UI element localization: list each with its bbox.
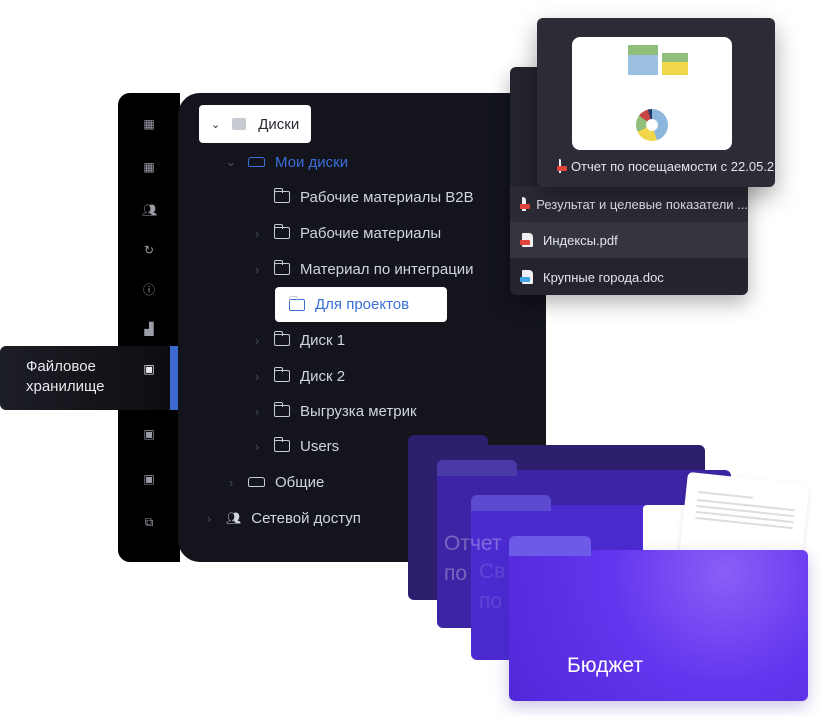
file-item[interactable]: Крупные города.doc <box>510 259 748 295</box>
folder-open-icon <box>273 224 290 239</box>
tree-root-label: Диски <box>258 115 300 133</box>
folder-label: Бюджет <box>567 654 643 677</box>
chevron-right-icon: › <box>206 510 212 526</box>
thumbnail-bar <box>628 45 658 55</box>
preview-caption: Отчет по посещаемости с 22.05.2... <box>547 148 785 184</box>
tree-item[interactable]: › Рабочие материалы <box>250 218 441 248</box>
tree-item-label: Выгрузка метрик <box>300 402 417 420</box>
chevron-right-icon: › <box>254 225 260 241</box>
tree-item[interactable]: › Диск 2 <box>250 361 345 391</box>
chevron-right-icon: › <box>254 332 260 348</box>
file-storage-icon[interactable]: ▣ <box>143 472 155 486</box>
tree-item-label: Рабочие материалы B2B <box>300 188 474 206</box>
tree-item-label: Мои диски <box>275 153 349 171</box>
folder-icon <box>273 402 290 417</box>
sidebar-tooltip[interactable]: Файловое хранилище ▣ <box>0 346 178 410</box>
tree-item[interactable]: › Материал по интеграции <box>250 254 474 284</box>
pdf-file-icon <box>520 233 533 247</box>
file-storage-icon: ▣ <box>143 362 155 376</box>
tree-item-label: Общие <box>275 473 325 491</box>
thumbnail-donut <box>636 109 668 141</box>
chevron-down-icon: ⌄ <box>225 154 237 169</box>
folder-label: по <box>479 590 503 613</box>
chevron-right-icon: › <box>254 438 260 454</box>
folder-icon <box>273 437 290 452</box>
thumbnail-bar <box>628 53 658 75</box>
file-name: Результат и целевые показатели ... <box>536 196 748 212</box>
chevron-right-icon: › <box>228 474 234 490</box>
file-name: Отчет по посещаемости с 22.05.2... <box>570 158 785 174</box>
folder-icon <box>273 260 290 275</box>
folder-label: Св <box>479 560 506 583</box>
tooltip-label: Файловое хранилище <box>26 358 105 395</box>
file-item[interactable]: Результат и целевые показатели ... <box>510 186 748 222</box>
file-item[interactable]: Индексы.pdf <box>510 222 748 258</box>
tree-item-label: Users <box>300 437 340 455</box>
users-icon: 👥︎ <box>226 511 242 525</box>
tree-item[interactable]: › Выгрузка метрик <box>250 396 417 426</box>
file-name: Крупные города.doc <box>543 269 664 285</box>
chevron-right-icon: › <box>254 261 260 277</box>
tree-root-disks[interactable]: ⌄ Диски <box>199 105 311 143</box>
tree-item-shared[interactable]: › Общие <box>224 467 325 497</box>
tree-item[interactable]: › Users <box>250 431 339 461</box>
server-icon <box>232 118 247 130</box>
icon-sidebar: ▦ ▦ 👥︎ ↻ ⓘ ▟ ▣ ▣ ⧉ <box>118 93 180 562</box>
report-thumbnail <box>572 37 732 150</box>
network-icon[interactable]: ⧉ <box>144 515 154 529</box>
tree-item-network[interactable]: › 👥︎ Сетевой доступ <box>202 503 361 533</box>
file-preview-card[interactable]: Отчет по посещаемости с 22.05.2... <box>537 18 785 187</box>
doc-file-icon <box>520 270 533 284</box>
drive-icon <box>248 157 265 167</box>
chevron-down-icon: ⌄ <box>211 118 221 131</box>
chart-icon[interactable]: ▟ <box>144 322 154 336</box>
tree-item[interactable]: Рабочие материалы B2B <box>250 182 474 212</box>
tree-item[interactable]: › Диск 1 <box>250 325 345 355</box>
tree-item-label: Материал по интеграции <box>300 260 474 278</box>
tree-item-label: Для проектов <box>315 296 410 313</box>
tree-item-my-disks[interactable]: ⌄ Мои диски <box>224 147 349 177</box>
folder-icon <box>273 188 290 203</box>
file-name: Индексы.pdf <box>543 232 618 248</box>
folder-label: Отчет <box>444 532 502 555</box>
tree-item-label: Сетевой доступ <box>251 509 361 527</box>
folder-label-group: Отчет по <box>444 529 502 589</box>
folder-budget[interactable]: Бюджет <box>509 536 808 701</box>
folder-label: по <box>444 562 468 585</box>
tree-item-selected[interactable]: Для проектов <box>275 287 447 322</box>
tree-item-label: Диск 2 <box>300 367 346 385</box>
chevron-right-icon: › <box>254 403 260 419</box>
alert-icon[interactable]: ⓘ <box>142 283 155 297</box>
pdf-file-icon <box>557 159 567 173</box>
dashboard-icon[interactable]: ▦ <box>143 117 155 131</box>
thumbnail-bar <box>662 53 688 62</box>
tree-item-label: Диск 1 <box>300 331 346 349</box>
file-storage-icon[interactable]: ▣ <box>143 427 155 441</box>
folder-icon <box>288 295 305 311</box>
thumbnail-bar <box>662 62 688 75</box>
tree-item-label: Рабочие материалы <box>300 224 442 242</box>
pdf-file-icon <box>520 197 530 211</box>
chevron-right-icon: › <box>254 368 260 384</box>
active-indicator <box>170 346 178 410</box>
users-icon[interactable]: 👥︎ <box>142 203 158 217</box>
folder-icon <box>273 331 290 346</box>
dashboard-icon[interactable]: ▦ <box>143 160 155 174</box>
folder-icon <box>273 367 290 382</box>
history-icon[interactable]: ↻ <box>143 243 155 257</box>
drive-icon <box>248 477 265 487</box>
